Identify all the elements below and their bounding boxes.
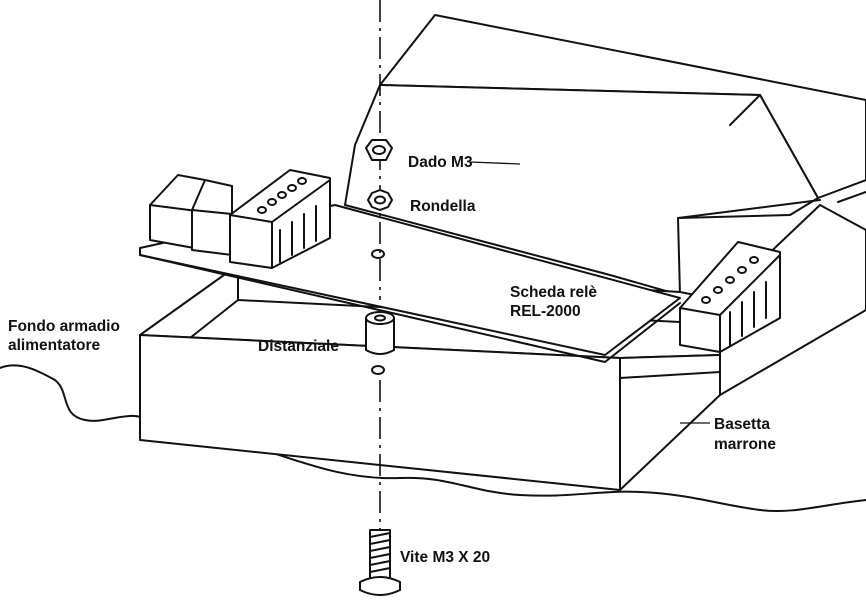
- enclosure-edge: [729, 94, 761, 126]
- label-scheda-line2: REL-2000: [510, 303, 581, 320]
- terminal-screws-left: [257, 177, 307, 214]
- label-vite: Vite M3 X 20: [400, 549, 490, 566]
- spacer: [365, 311, 395, 355]
- board-hole: [371, 249, 385, 259]
- label-scheda-line1: Scheda relè: [510, 284, 597, 301]
- terminal-slots-right: [729, 281, 767, 346]
- cabinet-floor-outline: [0, 364, 866, 512]
- enclosure-side: [677, 199, 821, 219]
- label-fondo-line1: Fondo armadio: [8, 318, 120, 335]
- terminal-slots-left: [279, 205, 317, 263]
- base-hole: [371, 365, 385, 375]
- nut-m3: [365, 139, 393, 161]
- label-fondo-line2: alimentatore: [8, 337, 101, 354]
- relay-board-thickness: [139, 254, 681, 363]
- terminal-screws-right: [701, 256, 759, 304]
- washer: [367, 189, 393, 211]
- screw-m3x20: [359, 529, 401, 596]
- terminal-strip-left-top: [229, 179, 331, 269]
- leader-dado: [469, 161, 521, 165]
- relay-block-2-top: [191, 209, 233, 215]
- base-tray-rim: [619, 371, 721, 379]
- label-distanziale: Distanziale: [258, 338, 339, 355]
- label-dado: Dado M3: [408, 154, 473, 171]
- enclosure-face: [344, 84, 819, 296]
- terminal-strip-right-top: [679, 254, 781, 353]
- cabinet-right-edge: [837, 191, 866, 203]
- label-basetta-line2: marrone: [714, 436, 776, 453]
- cabinet-right-panel: [719, 204, 866, 396]
- label-basetta-line1: Basetta: [714, 416, 770, 433]
- label-rondella: Rondella: [410, 198, 476, 215]
